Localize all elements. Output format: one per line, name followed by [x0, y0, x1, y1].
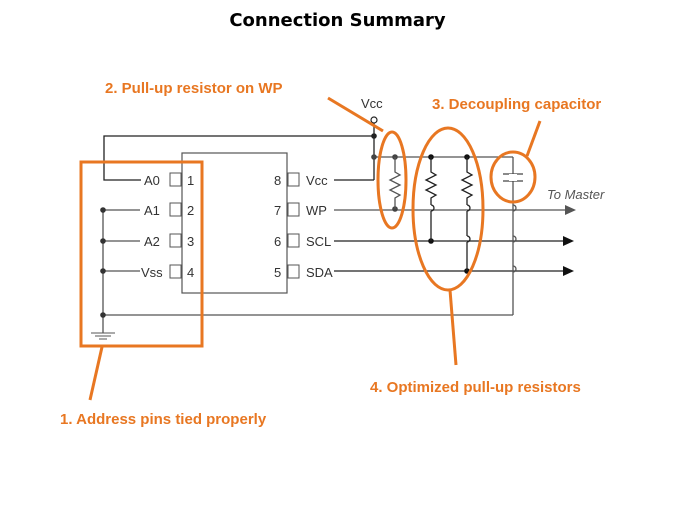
- callout-address-pins: 1. Address pins tied properly: [60, 411, 267, 428]
- pullup-resistors-highlight: [411, 126, 485, 292]
- vcc-terminal: [370, 116, 378, 124]
- junction-dot: [371, 154, 377, 160]
- pin-6-pad: [287, 233, 300, 248]
- pin-name: A0: [144, 173, 160, 188]
- pin-name: SDA: [306, 265, 333, 280]
- pin-number: 7: [274, 203, 281, 218]
- ground-icon: [91, 332, 115, 340]
- pin-name: Vcc: [306, 173, 328, 188]
- bus-wiring: [334, 116, 567, 315]
- callout-wp-pullup: 2. Pull-up resistor on WP: [105, 80, 283, 97]
- capacitor-highlight: [489, 150, 537, 204]
- junction-dot: [100, 312, 106, 318]
- callout-optimized-pullups: 4. Optimized pull-up resistors: [370, 379, 581, 396]
- junction-dot: [100, 238, 106, 244]
- pin-number: 4: [187, 265, 194, 280]
- pin-number: 2: [187, 203, 194, 218]
- pin-number: 8: [274, 173, 281, 188]
- pin-3-pad: [169, 233, 182, 248]
- callout-decoupling: 3. Decoupling capacitor: [432, 96, 601, 113]
- pin-4-pad: [169, 264, 182, 279]
- arrow-icon: [565, 205, 576, 215]
- pin-name: Vss: [141, 265, 163, 280]
- to-master-label: To Master: [547, 187, 605, 202]
- pin-number: 5: [274, 265, 281, 280]
- pin-8-pad: [287, 172, 300, 187]
- pin-name: A1: [144, 203, 160, 218]
- junction-dot: [100, 207, 106, 213]
- address-pins-highlight: [79, 160, 204, 348]
- pin-5-pad: [287, 264, 300, 279]
- callout-leader: [88, 346, 104, 401]
- wp-resistor-icon: [388, 157, 402, 209]
- eeprom-chip-body: [181, 152, 288, 294]
- to-master-arrows: [563, 205, 576, 276]
- pin-name: A2: [144, 234, 160, 249]
- page-title: Connection Summary: [229, 10, 446, 31]
- arrow-icon: [563, 266, 574, 276]
- junction-dot: [371, 133, 377, 139]
- pin-name: WP: [306, 203, 327, 218]
- left-pins: [169, 172, 182, 279]
- pin-name: SCL: [306, 234, 331, 249]
- vcc-label: Vcc: [361, 96, 383, 111]
- wp-resistor-highlight: [376, 130, 408, 230]
- address-wiring: [100, 135, 513, 333]
- scl-resistor-icon: [424, 157, 438, 241]
- pin-number: 6: [274, 234, 281, 249]
- pin-1-pad: [169, 172, 182, 187]
- junction-dot: [100, 268, 106, 274]
- pin-2-pad: [169, 202, 182, 217]
- right-pins: [287, 172, 300, 279]
- pin-number: 1: [187, 173, 194, 188]
- capacitor-icon: [503, 173, 523, 273]
- sda-resistor-icon: [460, 157, 474, 271]
- pin-number: 3: [187, 234, 194, 249]
- callout-leader: [327, 96, 384, 133]
- callout-leader: [448, 289, 458, 366]
- pin-7-pad: [287, 202, 300, 217]
- arrow-icon: [563, 236, 574, 246]
- callout-leader: [525, 120, 542, 157]
